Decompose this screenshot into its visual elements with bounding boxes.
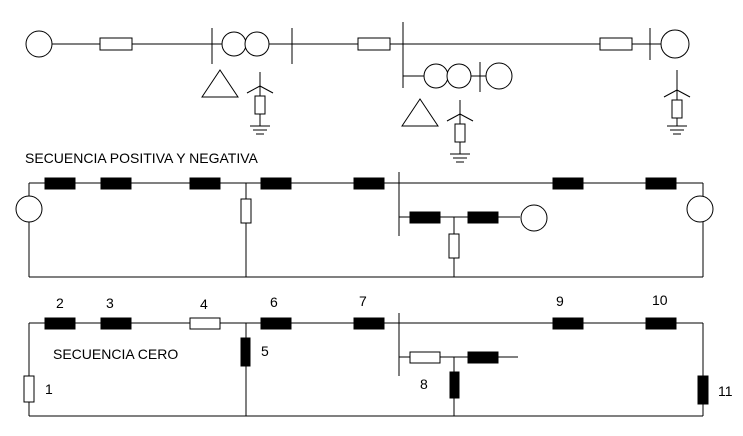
zero-impedance-6: [260, 317, 292, 330]
transformer-2-winding-a: [423, 63, 449, 89]
pn-impedance-9: [552, 177, 584, 190]
zero-impedance-9: [552, 317, 584, 330]
positive-negative-sequence-title: SECUENCIA POSITIVA Y NEGATIVA: [25, 150, 259, 166]
zero-sequence-numbers: 1 2 3 4 5 6 7 8 9 10 11: [45, 292, 733, 399]
pn-impedance-7: [353, 177, 385, 190]
delta-winding-2: [401, 98, 439, 127]
number-label-1: 1: [45, 381, 53, 397]
number-label-9: 9: [556, 293, 564, 309]
zero-impedance-10: [645, 317, 677, 330]
zero-impedance-1: [23, 375, 35, 403]
one-line-diagram: [25, 22, 691, 163]
pn-impedance-3: [100, 177, 132, 190]
pn-source-right: [686, 195, 714, 223]
zero-impedance-2: [44, 317, 76, 330]
number-label-7: 7: [359, 293, 367, 309]
zero-impedance-branch-filled: [467, 351, 499, 364]
zero-impedance-3: [100, 317, 132, 330]
transformer-1-winding-a: [221, 31, 247, 57]
zero-sequence-title: SECUENCIA CERO: [53, 346, 178, 362]
pn-branch-shunt-impedance: [448, 233, 460, 259]
number-label-4: 4: [200, 296, 208, 312]
number-label-10: 10: [652, 292, 668, 308]
number-label-3: 3: [106, 295, 114, 311]
wye-ground-3: [663, 70, 691, 135]
transformer-2-winding-b: [446, 63, 472, 89]
number-label-6: 6: [270, 294, 278, 310]
number-label-5: 5: [261, 343, 269, 359]
zero-impedance-8: [449, 371, 460, 399]
wye-ground-1: [246, 72, 274, 135]
zero-impedance-4: [189, 317, 221, 330]
number-label-8: 8: [420, 376, 428, 392]
line-impedance-2: [357, 37, 391, 51]
zero-impedance-5: [240, 337, 251, 367]
transformer-1-winding-b: [244, 31, 270, 57]
zero-impedance-branch-open: [409, 351, 441, 364]
line-impedance-1: [99, 37, 133, 51]
zero-impedance-7: [353, 317, 385, 330]
pn-source-middle: [520, 204, 548, 232]
pn-shunt-impedance: [240, 198, 252, 224]
generator-left: [25, 30, 53, 58]
zero-impedance-11: [697, 375, 709, 405]
delta-winding-1: [201, 69, 239, 98]
wye-ground-2: [446, 100, 474, 163]
pn-source-left: [15, 195, 43, 223]
pn-impedance-branch-b: [467, 211, 499, 224]
pn-impedance-10: [645, 177, 677, 190]
pn-impedance-4: [189, 177, 221, 190]
number-label-11: 11: [718, 383, 733, 399]
pn-impedance-branch-a: [409, 211, 441, 224]
generator-right: [660, 29, 690, 59]
pn-impedance-6: [260, 177, 292, 190]
pn-series-impedances: [44, 177, 677, 224]
zero-series-impedances: [44, 317, 709, 405]
number-label-2: 2: [56, 295, 64, 311]
generator-right-middle: [485, 62, 513, 90]
line-impedance-3: [599, 37, 633, 51]
pn-impedance-2: [44, 177, 76, 190]
